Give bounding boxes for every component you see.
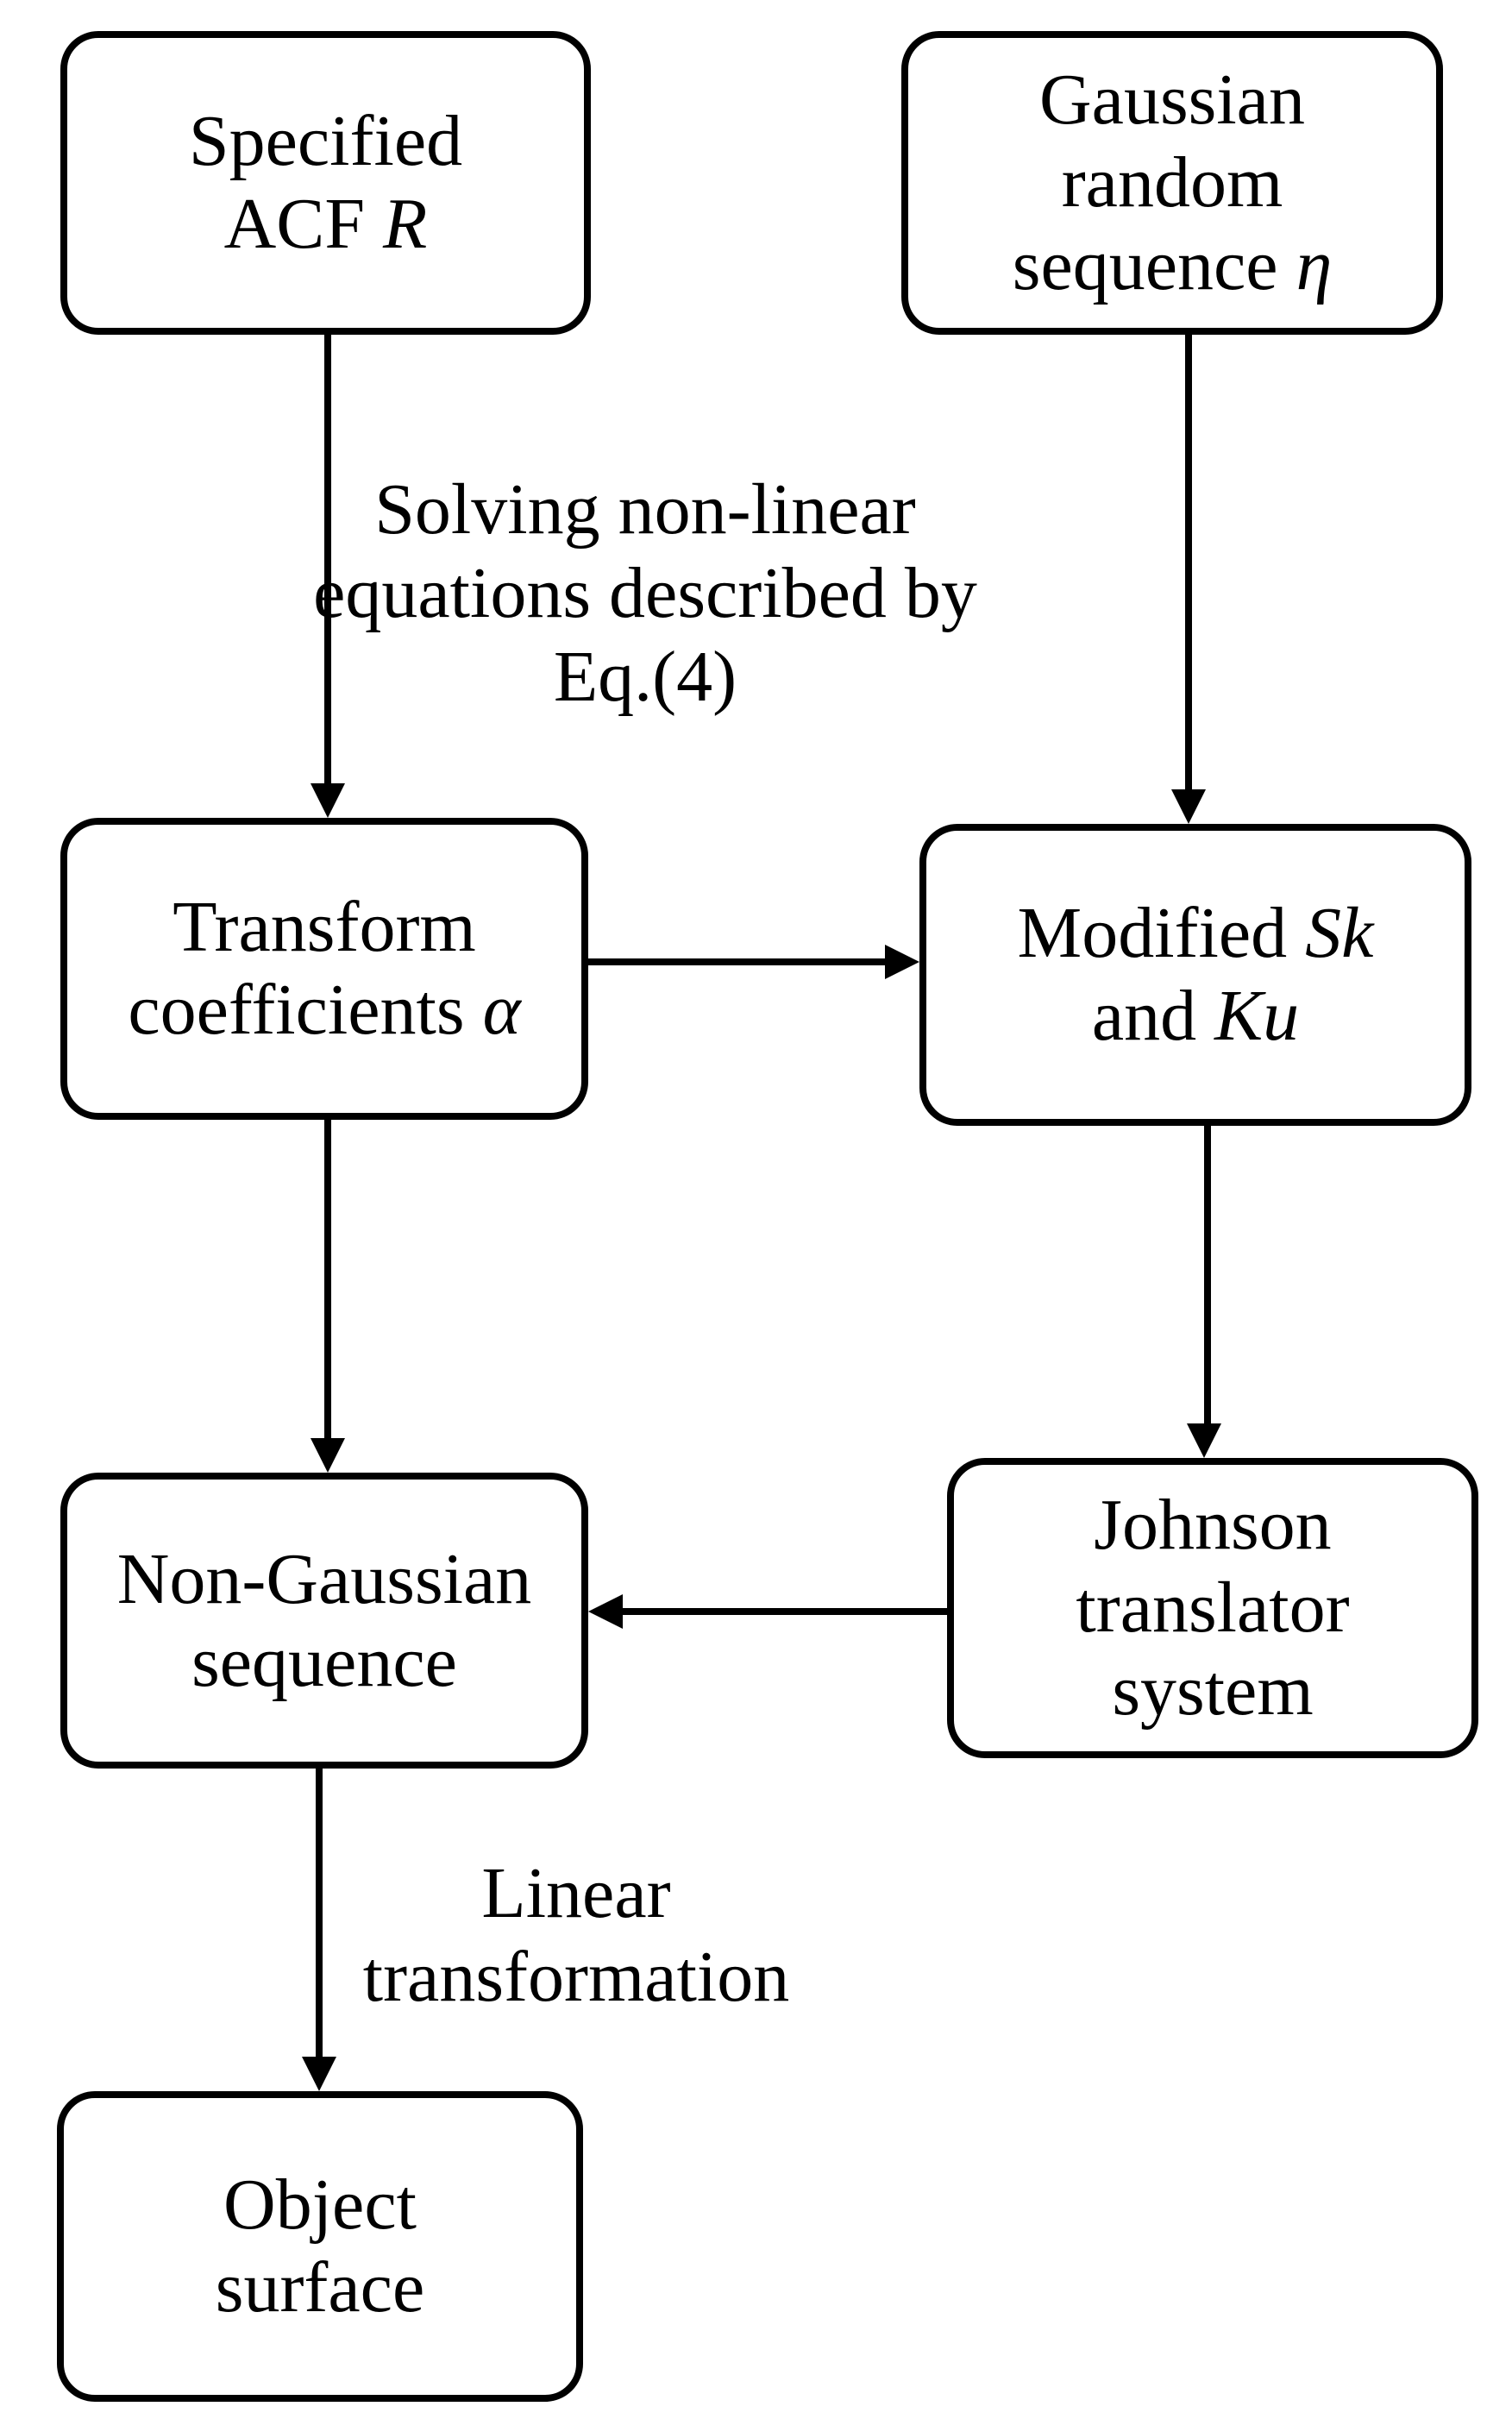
edge-label-line: transformation (362, 1937, 790, 2017)
arrowhead-down-icon (302, 2057, 336, 2091)
edge-modified-to-johnson-line (1204, 1122, 1211, 1423)
node-gaussian-random-sequence-label: Gaussian random sequence η (1013, 59, 1333, 307)
label-text: ACF (223, 184, 384, 264)
label-line: Specified (189, 100, 462, 183)
node-johnson-translator-system-label: Johnson translator system (1076, 1484, 1349, 1732)
node-transform-coefficients-label: Transform coefficients α (128, 886, 520, 1052)
edge-label-line: equations described by (313, 553, 977, 633)
label-line: system (1076, 1649, 1349, 1732)
node-non-gaussian-sequence-label: Non-Gaussian sequence (117, 1538, 532, 1704)
label-text: translator (1076, 1568, 1350, 1648)
label-line: and Ku (1018, 975, 1374, 1058)
label-text: surface (215, 2247, 425, 2328)
edge-johnson-to-nongaussian-line (623, 1608, 947, 1615)
edge-label-linear-transformation: Linear transformation (145, 1851, 1007, 2019)
label-line: Modified Sk (1018, 892, 1374, 975)
edge-transform-to-nongaussian-line (324, 1116, 331, 1442)
edge-nongaussian-to-object-line (316, 1765, 323, 2057)
node-gaussian-random-sequence: Gaussian random sequence η (901, 31, 1443, 335)
edge-transform-to-modified-line (585, 958, 885, 965)
label-text: random (1061, 142, 1283, 223)
node-object-surface-label: Object surface (216, 2164, 424, 2329)
label-line: sequence (117, 1621, 532, 1704)
math-symbol-R: R (383, 184, 428, 264)
label-line: sequence η (1013, 224, 1333, 307)
node-johnson-translator-system: Johnson translator system (947, 1458, 1478, 1758)
arrowhead-right-icon (885, 945, 919, 979)
arrowhead-left-icon (588, 1594, 623, 1629)
label-text: sequence (191, 1621, 457, 1702)
edge-label-line: Eq.(4) (553, 637, 737, 717)
label-line: coefficients α (128, 969, 520, 1052)
edge-label-line: Solving non-linear (374, 469, 916, 550)
math-symbol-eta: η (1296, 225, 1333, 305)
label-line: Gaussian (1013, 59, 1333, 141)
node-object-surface: Object surface (57, 2091, 583, 2402)
label-text: coefficients (128, 970, 483, 1050)
label-line: ACF R (189, 183, 462, 266)
arrowhead-down-icon (1171, 789, 1206, 824)
label-line: Non-Gaussian (117, 1538, 532, 1621)
label-text: Modified (1017, 893, 1306, 973)
label-text: Non-Gaussian (116, 1538, 532, 1619)
label-line: Object (216, 2164, 424, 2246)
node-modified-sk-ku: Modified Sk and Ku (919, 824, 1471, 1126)
node-specified-acf: Specified ACF R (60, 31, 591, 335)
label-text: Gaussian (1039, 60, 1305, 140)
label-text: sequence (1012, 225, 1296, 305)
node-non-gaussian-sequence: Non-Gaussian sequence (60, 1473, 588, 1769)
edge-gaussian-to-modified-line (1185, 331, 1192, 789)
arrowhead-down-icon (1187, 1423, 1221, 1458)
label-line: translator (1076, 1567, 1349, 1649)
arrowhead-down-icon (311, 1438, 345, 1473)
edge-specified-to-transform-line (324, 331, 331, 783)
label-line: surface (216, 2246, 424, 2329)
label-line: Johnson (1076, 1484, 1349, 1567)
math-symbol-Ku: Ku (1214, 976, 1300, 1056)
label-text: and (1091, 976, 1215, 1056)
math-symbol-alpha: α (482, 970, 521, 1050)
edge-label-solving-nonlinear: Solving non-linear equations described b… (214, 468, 1076, 719)
label-text: Specified (188, 101, 463, 181)
label-text: Object (223, 2165, 417, 2245)
label-line: random (1013, 141, 1333, 224)
node-specified-acf-label: Specified ACF R (189, 100, 462, 266)
math-symbol-Sk: Sk (1305, 893, 1374, 973)
arrowhead-down-icon (311, 783, 345, 818)
label-text: system (1112, 1650, 1314, 1731)
node-modified-sk-ku-label: Modified Sk and Ku (1018, 892, 1374, 1058)
label-text: Transform (173, 887, 476, 967)
label-text: Johnson (1094, 1485, 1332, 1565)
node-transform-coefficients: Transform coefficients α (60, 818, 588, 1120)
edge-label-line: Linear (481, 1853, 671, 1933)
label-line: Transform (128, 886, 520, 969)
